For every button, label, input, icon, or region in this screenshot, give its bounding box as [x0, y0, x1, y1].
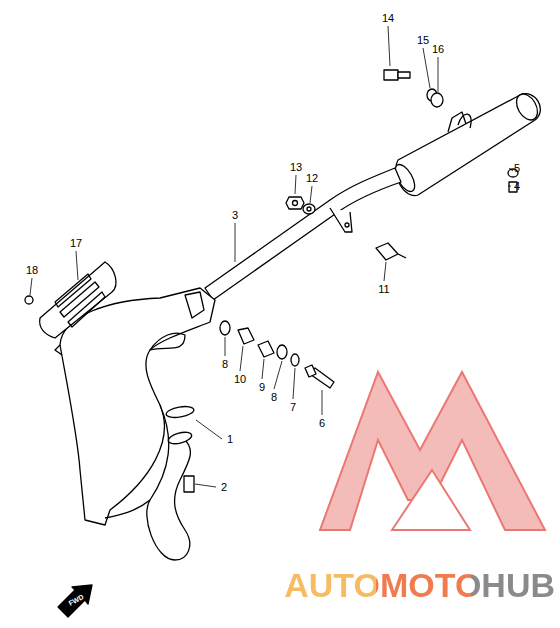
callout-number: 3	[232, 210, 238, 221]
callout-number: 1	[227, 434, 233, 445]
connecting-pipe	[205, 168, 401, 300]
callout-number: 4	[514, 181, 520, 192]
callout-number: 11	[378, 284, 389, 295]
callout-number: 15	[417, 35, 429, 46]
callout-number: 18	[26, 265, 38, 276]
callout-number: 2	[221, 482, 227, 493]
silencer	[391, 90, 541, 195]
forward-arrow	[58, 585, 92, 617]
callout-number: 14	[382, 13, 394, 24]
callout-number: 16	[432, 44, 444, 55]
watermark: AUTOMOTOHUB	[284, 568, 555, 602]
callout-number: 17	[70, 238, 82, 249]
callout-number: 12	[306, 173, 318, 184]
callout-number: 8	[222, 359, 228, 370]
callout-number: 8	[271, 392, 277, 403]
watermark-logo	[320, 372, 545, 530]
callout-number: 13	[290, 162, 302, 173]
hardware	[25, 70, 518, 492]
callout-number: 5	[514, 163, 520, 174]
callout-number: 10	[234, 374, 246, 385]
expansion-chamber	[55, 288, 215, 560]
callout-number: 6	[319, 418, 325, 429]
callout-number: 7	[290, 402, 296, 413]
callout-number: 9	[259, 382, 265, 393]
leader-lines	[30, 26, 513, 487]
